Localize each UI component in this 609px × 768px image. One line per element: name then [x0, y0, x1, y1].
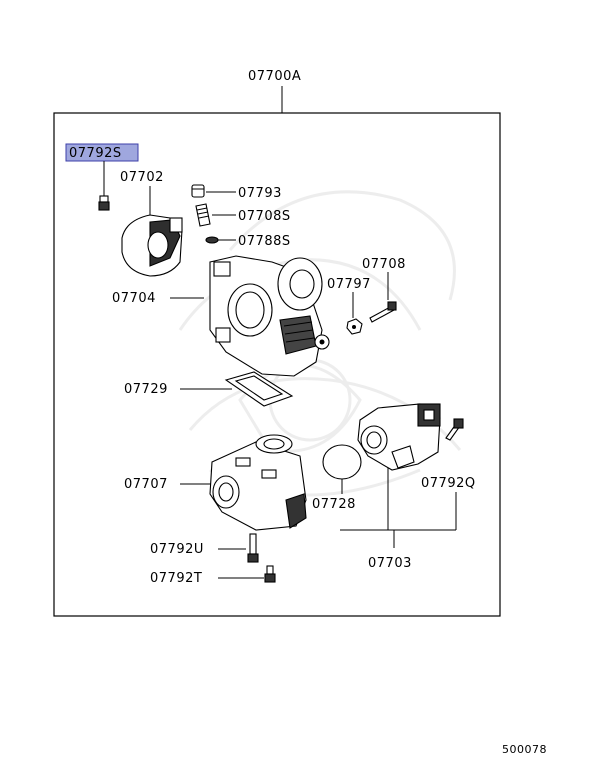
part-label-07729[interactable]: 07729 — [124, 382, 168, 397]
throttle-position-sensor-07702[interactable] — [121, 214, 183, 277]
clip-07788S[interactable] — [205, 236, 219, 244]
highlight-box-07792S — [65, 143, 139, 162]
assembly-label[interactable]: 07700A — [248, 69, 301, 84]
diagram-id: 500078 — [502, 743, 547, 756]
part-label-07707[interactable]: 07707 — [124, 477, 168, 492]
throttle-body-07704[interactable] — [209, 255, 330, 377]
assembly-frame — [53, 112, 501, 617]
part-label-07792S[interactable]: 07792S — [69, 146, 122, 161]
part-label-07702[interactable]: 07702 — [120, 170, 164, 185]
screw-07708[interactable] — [369, 301, 397, 323]
part-label-07788S[interactable]: 07788S — [238, 234, 291, 249]
o-ring-07728[interactable] — [322, 444, 362, 480]
screw-07792Q[interactable] — [445, 418, 464, 441]
leader-07703 — [340, 468, 457, 548]
screw-07708S[interactable] — [195, 203, 211, 227]
part-label-07704[interactable]: 07704 — [112, 291, 156, 306]
part-label-07792Q[interactable]: 07792Q — [421, 476, 476, 491]
idle-control-motor-07703[interactable] — [357, 403, 441, 471]
part-label-07703[interactable]: 07703 — [368, 556, 412, 571]
part-label-07708[interactable]: 07708 — [362, 257, 406, 272]
bolt-07792U[interactable] — [247, 533, 259, 563]
part-label-07797[interactable]: 07797 — [327, 277, 371, 292]
part-label-07728[interactable]: 07728 — [312, 497, 356, 512]
screw-07792S[interactable] — [98, 195, 110, 211]
gasket-07729[interactable] — [224, 371, 294, 407]
nut-07797[interactable] — [346, 318, 363, 335]
part-label-07792U[interactable]: 07792U — [150, 542, 204, 557]
part-label-07792T[interactable]: 07792T — [150, 571, 202, 586]
intake-body-07707[interactable] — [209, 434, 307, 531]
part-label-07708S[interactable]: 07708S — [238, 209, 291, 224]
cap-07793[interactable] — [191, 184, 205, 198]
bolt-07792T[interactable] — [264, 565, 276, 583]
part-label-07793[interactable]: 07793 — [238, 186, 282, 201]
